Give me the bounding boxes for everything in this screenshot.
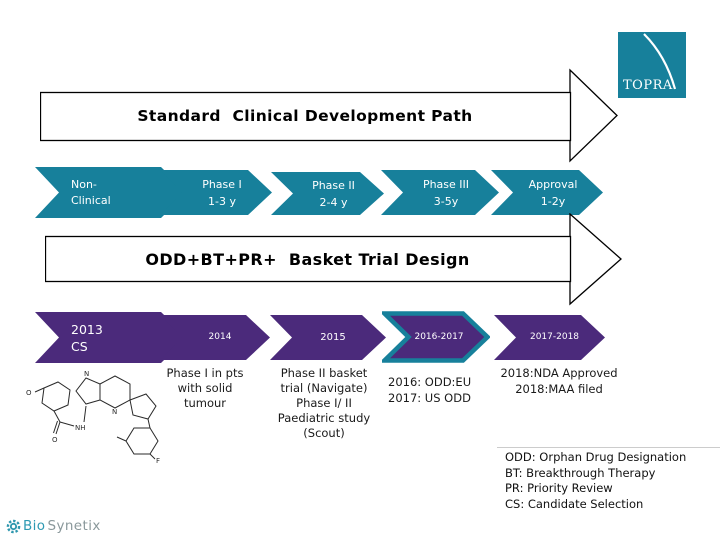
gear-icon bbox=[6, 519, 21, 533]
svg-text:O: O bbox=[26, 389, 32, 397]
chevron-label: Non- bbox=[71, 177, 97, 191]
legend-line: ODD: Orphan Drug Designation bbox=[505, 450, 687, 464]
chevron-non-clinical: Non- Clinical bbox=[35, 167, 187, 218]
chevron-label: 2-4 y bbox=[319, 195, 348, 209]
note-line: 2018:NDA Approved bbox=[500, 366, 618, 380]
brand-name-bio: Bio bbox=[23, 518, 46, 534]
note-line: 2016: ODD:EU bbox=[388, 375, 472, 389]
chevron-phase-3: Phase III 3-5y bbox=[381, 170, 499, 215]
note-line: tumour bbox=[183, 396, 227, 410]
abbreviation-legend: ODD: Orphan Drug Designation BT: Breakth… bbox=[505, 450, 686, 512]
chevron-label: Phase II bbox=[312, 178, 355, 192]
note-phase2-basket-trial: Phase II basket trial (Navigate) Phase I… bbox=[260, 366, 388, 441]
chevron-label: 2014 bbox=[208, 332, 232, 342]
svg-text:NH: NH bbox=[75, 424, 86, 432]
chevron-label: 2016-2017 bbox=[414, 332, 464, 342]
basket-design-banner-title: ODD+BT+PR+ Basket Trial Design bbox=[145, 250, 470, 269]
svg-text:N: N bbox=[84, 370, 89, 378]
note-line: Phase I/ II bbox=[296, 396, 352, 410]
chevron-phase-2: Phase II 2-4 y bbox=[271, 172, 384, 215]
chevron-2016-2017-shape bbox=[378, 311, 491, 363]
note-line: trial (Navigate) bbox=[280, 381, 368, 395]
basket-design-banner-arrow bbox=[45, 213, 622, 306]
chevron-label: Phase III bbox=[422, 177, 470, 191]
topra-logo: TOPRA bbox=[618, 32, 686, 98]
legend-line: PR: Priority Review bbox=[505, 481, 613, 495]
legend-divider bbox=[497, 447, 720, 448]
chevron-label: 1-2y bbox=[540, 194, 566, 208]
svg-text:F: F bbox=[156, 457, 160, 465]
chevron-label: Phase I bbox=[202, 177, 242, 191]
note-line: Phase II basket bbox=[280, 366, 368, 380]
chevron-label: 2015 bbox=[320, 332, 346, 343]
svg-text:O: O bbox=[52, 436, 58, 444]
molecule-structure: N N O O NH F bbox=[26, 370, 160, 465]
chevron-label: Approval bbox=[528, 177, 578, 191]
chevron-2015: 2015 bbox=[270, 315, 386, 360]
standard-path-banner-arrow bbox=[40, 68, 618, 163]
chevron-label: Clinical bbox=[71, 193, 111, 207]
chevron-approval: Approval 1-2y bbox=[491, 170, 603, 215]
note-line: 2018:MAA filed bbox=[515, 382, 603, 396]
chevron-label: 3-5y bbox=[433, 194, 459, 208]
note-line: 2017: US ODD bbox=[388, 391, 471, 405]
svg-text:N: N bbox=[112, 408, 117, 416]
note-phase1-solid-tumour: Phase I in pts with solid tumour bbox=[146, 366, 264, 411]
chevron-label: CS bbox=[71, 338, 88, 354]
brand-name-synetix: Synetix bbox=[47, 518, 101, 534]
note-line: Paediatric study bbox=[277, 411, 371, 425]
chevron-label: 1-3 y bbox=[208, 194, 236, 208]
note-odd-designations: 2016: ODD:EU 2017: US ODD bbox=[388, 374, 500, 406]
chevron-2017-2018: 2017-2018 bbox=[494, 315, 605, 360]
note-line: (Scout) bbox=[303, 426, 345, 440]
legend-line: CS: Candidate Selection bbox=[505, 496, 644, 511]
topra-logo-text: TOPRA bbox=[623, 78, 673, 93]
legend-line: BT: Breakthrough Therapy bbox=[505, 465, 656, 480]
topra-curve-icon bbox=[643, 33, 677, 90]
chevron-2016-2017: 2016-2017 bbox=[378, 311, 491, 363]
chevron-label: 2013 bbox=[71, 321, 103, 337]
note-line: Phase I in pts bbox=[166, 366, 244, 380]
standard-path-banner-title: Standard Clinical Development Path bbox=[137, 107, 473, 125]
chevron-label: 2017-2018 bbox=[529, 332, 580, 342]
note-nda-maa: 2018:NDA Approved 2018:MAA filed bbox=[490, 365, 628, 397]
chevron-2013-cs: 2013 CS bbox=[35, 312, 187, 363]
note-line: with solid bbox=[177, 381, 233, 395]
